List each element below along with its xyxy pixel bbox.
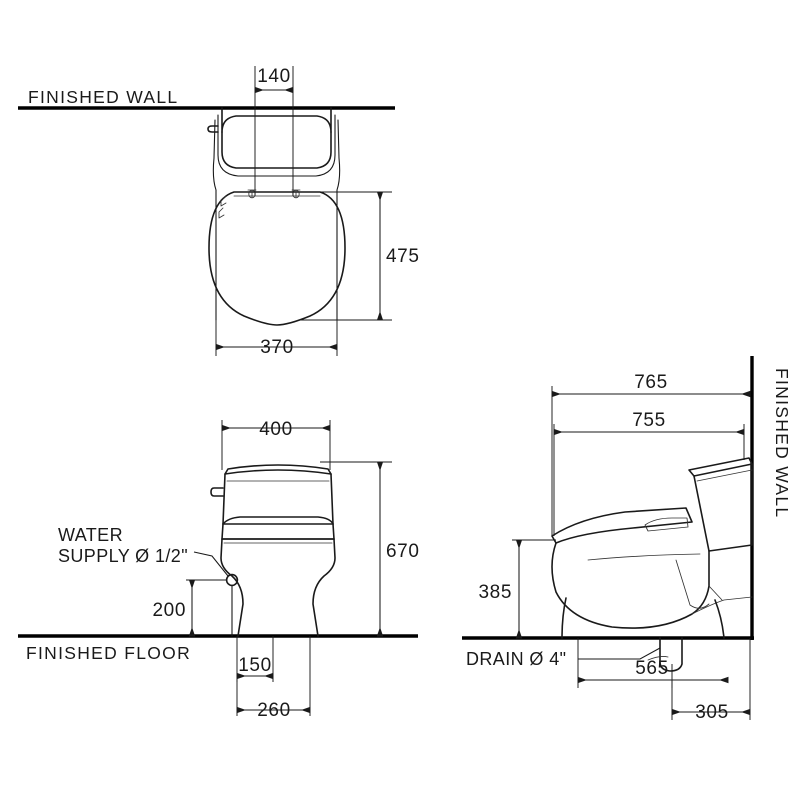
side-pedestal [561, 597, 725, 639]
note-drain: DRAIN Ø 4" [466, 647, 661, 669]
side-tank [688, 457, 753, 552]
dim-140: 140 [254, 66, 294, 196]
plan-tank [207, 107, 336, 177]
dim-565: 565 [577, 638, 729, 688]
front-seat-band [221, 516, 335, 544]
dim-370-text: 370 [260, 337, 294, 358]
dim-385: 385 [478, 539, 556, 639]
dim-140-text: 140 [257, 66, 291, 87]
front-finished-floor-label: FINISHED FLOOR [26, 643, 191, 663]
dim-765-text: 765 [634, 372, 668, 393]
front-tank [210, 464, 334, 525]
front-water-supply-stub [225, 573, 239, 637]
dim-400: 400 [221, 419, 331, 470]
dim-565-text: 565 [635, 658, 669, 679]
dim-260-text: 260 [257, 700, 291, 721]
front-bowl-pedestal [220, 538, 336, 637]
water-supply-label-line1: WATER [58, 525, 123, 545]
dim-150: 150 [236, 636, 274, 682]
note-water-supply: WATER SUPPLY Ø 1/2" [58, 525, 229, 577]
side-elevation-view: FINISHED WALL [462, 356, 792, 723]
drain-label: DRAIN Ø 4" [466, 649, 566, 669]
side-drain-outlet [647, 637, 683, 672]
dim-475: 475 [300, 191, 420, 321]
dim-670-text: 670 [386, 541, 420, 562]
plan-bowl-skirt [212, 119, 341, 321]
side-finished-wall-label: FINISHED WALL [772, 368, 792, 518]
dim-400-text: 400 [259, 419, 293, 440]
dim-755: 755 [553, 410, 745, 536]
dim-150-text: 150 [238, 655, 272, 676]
dim-755-text: 755 [632, 410, 666, 431]
plan-finished-wall-label: FINISHED WALL [28, 87, 178, 107]
side-seat [551, 507, 693, 544]
front-elevation-view: FINISHED FLOOR [18, 419, 420, 721]
water-supply-label-line2: SUPPLY Ø 1/2" [58, 546, 188, 566]
plan-view: FINISHED WALL [18, 66, 420, 358]
dim-670: 670 [320, 461, 420, 637]
side-bowl [551, 542, 753, 629]
dim-370: 370 [215, 300, 338, 358]
dim-200-text: 200 [152, 600, 186, 621]
dim-765: 765 [551, 372, 751, 536]
plan-seat-lid [208, 189, 346, 326]
dim-475-text: 475 [386, 246, 420, 267]
dim-305: 305 [671, 638, 751, 723]
dim-305-text: 305 [695, 702, 729, 723]
dim-200: 200 [152, 579, 226, 637]
dim-260: 260 [236, 636, 311, 721]
dim-385-text: 385 [478, 582, 512, 603]
